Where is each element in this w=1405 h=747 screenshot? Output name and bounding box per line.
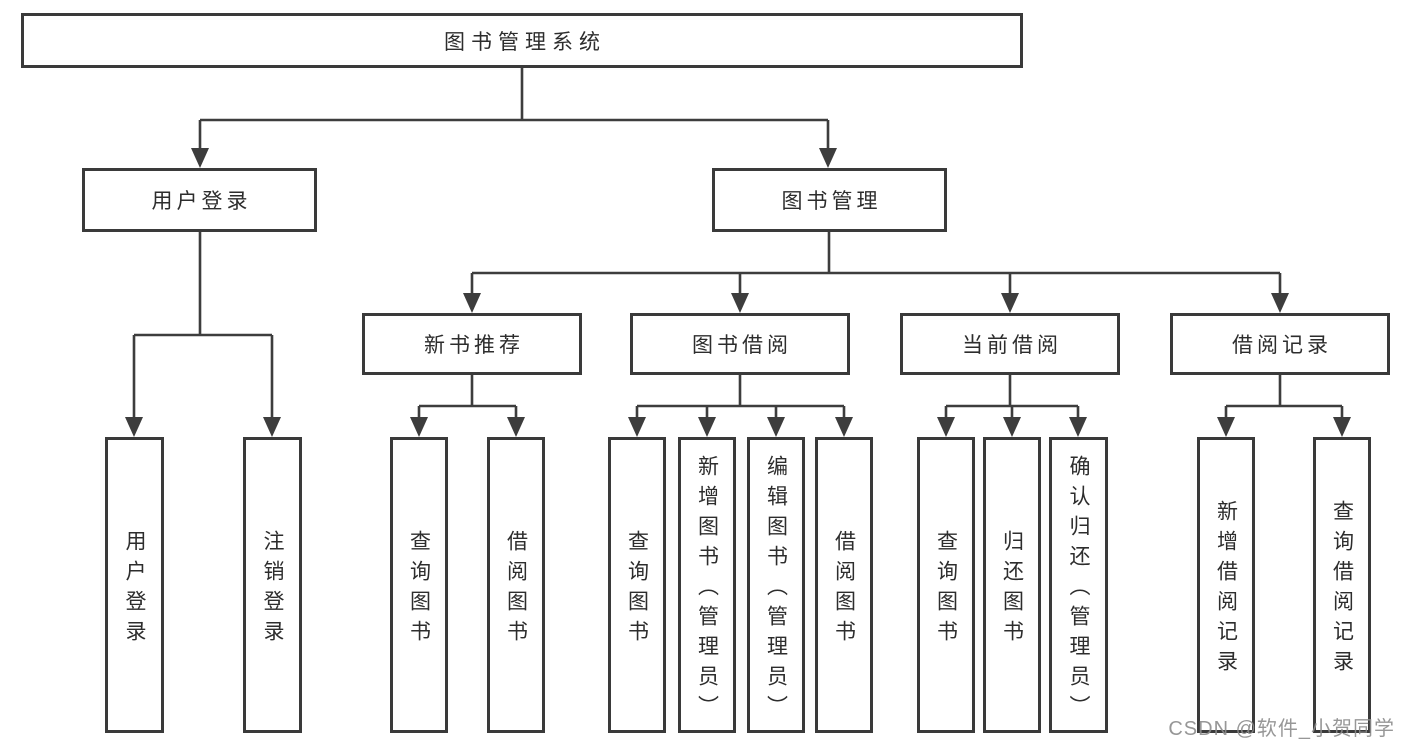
arrowhead xyxy=(191,148,209,168)
connector-book-borrowing-split xyxy=(635,375,846,421)
node-leaf-query-books-recommend: 查询图书 xyxy=(390,437,448,733)
arrowhead xyxy=(1069,417,1087,437)
node-label: 用户登录 xyxy=(123,529,147,650)
node-label: 新书推荐 xyxy=(424,334,524,357)
csdn-watermark: CSDN @软件_小贺同学 xyxy=(1168,718,1395,740)
node-label: 查询图书 xyxy=(934,529,958,650)
node-label: 注销登录 xyxy=(261,529,285,650)
connector-book-management-split xyxy=(470,232,1282,297)
node-leaf-user-login: 用户登录 xyxy=(105,437,164,733)
arrowhead xyxy=(819,148,837,168)
node-label: 借阅图书 xyxy=(832,529,856,650)
arrowhead xyxy=(767,417,785,437)
connector-borrowing-records-split xyxy=(1224,375,1344,421)
node-label: 用户登录 xyxy=(151,190,252,213)
arrowhead xyxy=(463,293,481,313)
arrowhead xyxy=(628,417,646,437)
node-label: 新增借阅记录 xyxy=(1214,499,1238,680)
node-book-borrowing: 图书借阅 xyxy=(630,313,850,375)
arrowhead xyxy=(263,417,281,437)
arrowhead xyxy=(125,417,143,437)
node-label: 新增图书（管理员） xyxy=(695,454,719,725)
node-label: 确认归还（管理员） xyxy=(1067,454,1091,725)
node-leaf-add-borrow-record: 新增借阅记录 xyxy=(1197,437,1255,733)
node-label: 查询借阅记录 xyxy=(1330,499,1354,680)
connector-user-login-split xyxy=(132,232,274,421)
node-label: 借阅记录 xyxy=(1232,334,1332,357)
node-leaf-add-books-admin: 新增图书（管理员） xyxy=(678,437,736,733)
node-user-login-branch: 用户登录 xyxy=(82,168,317,232)
connector-current-borrowing-split xyxy=(944,375,1080,421)
arrowhead xyxy=(937,417,955,437)
node-label: 查询图书 xyxy=(625,529,649,650)
node-label: 图书借阅 xyxy=(692,334,792,357)
node-current-borrowing: 当前借阅 xyxy=(900,313,1120,375)
connector-new-book-split xyxy=(417,375,518,421)
arrowhead xyxy=(1271,293,1289,313)
node-label: 查询图书 xyxy=(407,529,431,650)
arrowhead xyxy=(835,417,853,437)
node-leaf-return-books: 归还图书 xyxy=(983,437,1041,733)
arrowhead xyxy=(410,417,428,437)
node-label: 归还图书 xyxy=(1000,529,1024,650)
arrowhead xyxy=(1333,417,1351,437)
node-leaf-confirm-return-admin: 确认归还（管理员） xyxy=(1049,437,1108,733)
node-leaf-borrow-books-recommend: 借阅图书 xyxy=(487,437,545,733)
node-label: 图书管理系统 xyxy=(444,30,606,54)
arrowhead xyxy=(731,293,749,313)
node-borrowing-records: 借阅记录 xyxy=(1170,313,1390,375)
node-leaf-query-books-current: 查询图书 xyxy=(917,437,975,733)
connector-root-split xyxy=(198,68,830,152)
arrowhead xyxy=(1001,293,1019,313)
node-leaf-edit-books-admin: 编辑图书（管理员） xyxy=(747,437,805,733)
node-leaf-borrow-books: 借阅图书 xyxy=(815,437,873,733)
node-leaf-logout: 注销登录 xyxy=(243,437,302,733)
node-label: 当前借阅 xyxy=(962,334,1062,357)
node-book-management-branch: 图书管理 xyxy=(712,168,947,232)
arrowhead xyxy=(1217,417,1235,437)
node-new-book-recommend: 新书推荐 xyxy=(362,313,582,375)
node-leaf-query-borrow-record: 查询借阅记录 xyxy=(1313,437,1371,733)
node-label: 编辑图书（管理员） xyxy=(764,454,788,725)
node-label: 借阅图书 xyxy=(504,529,528,650)
node-leaf-query-books-borrowing: 查询图书 xyxy=(608,437,666,733)
arrowhead xyxy=(1003,417,1021,437)
node-label: 图书管理 xyxy=(781,190,882,213)
arrowhead xyxy=(698,417,716,437)
node-library-management-system: 图书管理系统 xyxy=(21,13,1023,68)
arrowhead xyxy=(507,417,525,437)
